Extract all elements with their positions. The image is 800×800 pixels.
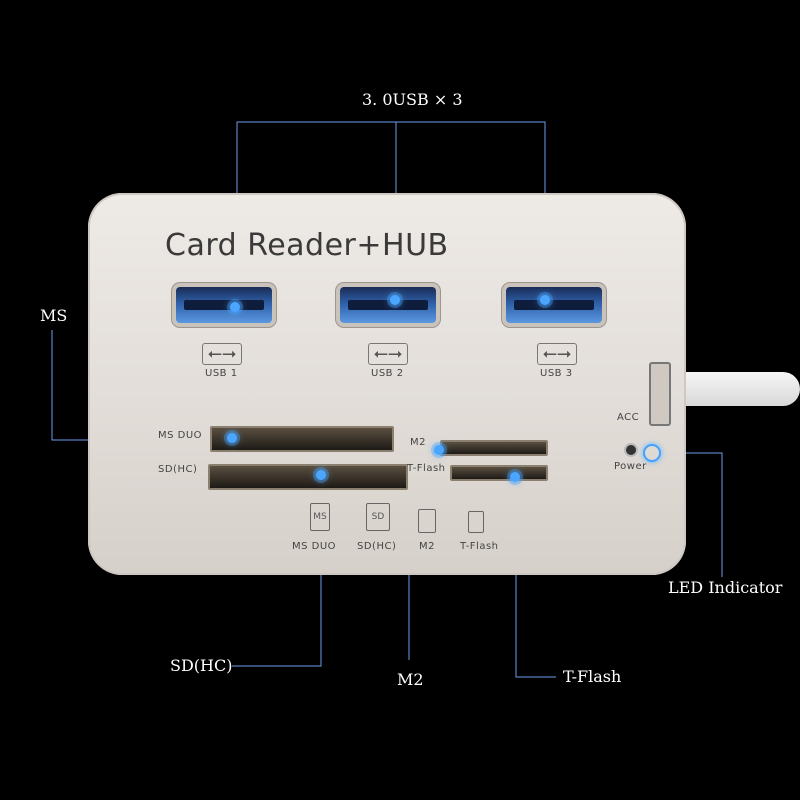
blue-led-marker-icon — [510, 472, 520, 482]
power-led — [626, 445, 636, 455]
m2-card-label: M2 — [419, 541, 435, 552]
t-flash-slot[interactable] — [450, 465, 548, 481]
usb-port-2[interactable] — [340, 287, 436, 323]
usb-port-1[interactable] — [176, 287, 272, 323]
usb-port-3[interactable] — [506, 287, 602, 323]
blue-led-marker-icon — [390, 295, 400, 305]
ms-duo-slot[interactable] — [210, 426, 394, 452]
usb-icon: ⭠⭢ — [368, 343, 408, 365]
usb-cable — [684, 372, 800, 406]
m2-callout: M2 — [397, 670, 424, 689]
ms-duo-card-label: MS DUO — [292, 541, 337, 552]
ms-callout: MS — [40, 306, 68, 325]
sd-card-icon: SD — [366, 503, 390, 531]
t-flash-slot-label: T-Flash — [407, 463, 446, 474]
t-flash-card-label: T-Flash — [460, 541, 499, 552]
blue-led-marker-icon — [230, 302, 240, 312]
ms-duo-card-icon: MS — [310, 503, 330, 531]
sd-hc-callout: SD(HC) — [170, 656, 233, 675]
m2-slot-label: M2 — [410, 437, 426, 448]
usb-2-label: USB 2 — [371, 368, 404, 379]
blue-led-marker-icon — [540, 295, 550, 305]
usb-3-label: USB 3 — [540, 368, 573, 379]
sd-hc-slot-label: SD(HC) — [158, 464, 198, 475]
led-indicator-icon — [643, 444, 661, 462]
t-flash-callout: T-Flash — [563, 667, 622, 686]
blue-led-marker-icon — [316, 470, 326, 480]
usb-icon: ⭠⭢ — [537, 343, 577, 365]
led-indicator-callout: LED Indicator — [668, 578, 783, 597]
blue-led-marker-icon — [434, 445, 444, 455]
t-flash-card-icon — [468, 511, 484, 533]
usb-1-label: USB 1 — [205, 368, 238, 379]
acc-label: ACC — [617, 412, 640, 423]
blue-led-marker-icon — [227, 433, 237, 443]
acc-slot[interactable] — [649, 362, 671, 426]
usb-ports-callout: 3. 0USB × 3 — [362, 90, 463, 109]
sd-hc-card-label: SD(HC) — [357, 541, 397, 552]
m2-card-icon — [418, 509, 436, 533]
device-title: Card Reader+HUB — [165, 228, 449, 263]
card-reader-hub-device — [88, 193, 686, 575]
m2-slot[interactable] — [440, 440, 548, 456]
ms-duo-slot-label: MS DUO — [158, 430, 203, 441]
power-label: Power — [614, 461, 647, 472]
sd-hc-slot[interactable] — [208, 464, 408, 490]
usb-icon: ⭠⭢ — [202, 343, 242, 365]
